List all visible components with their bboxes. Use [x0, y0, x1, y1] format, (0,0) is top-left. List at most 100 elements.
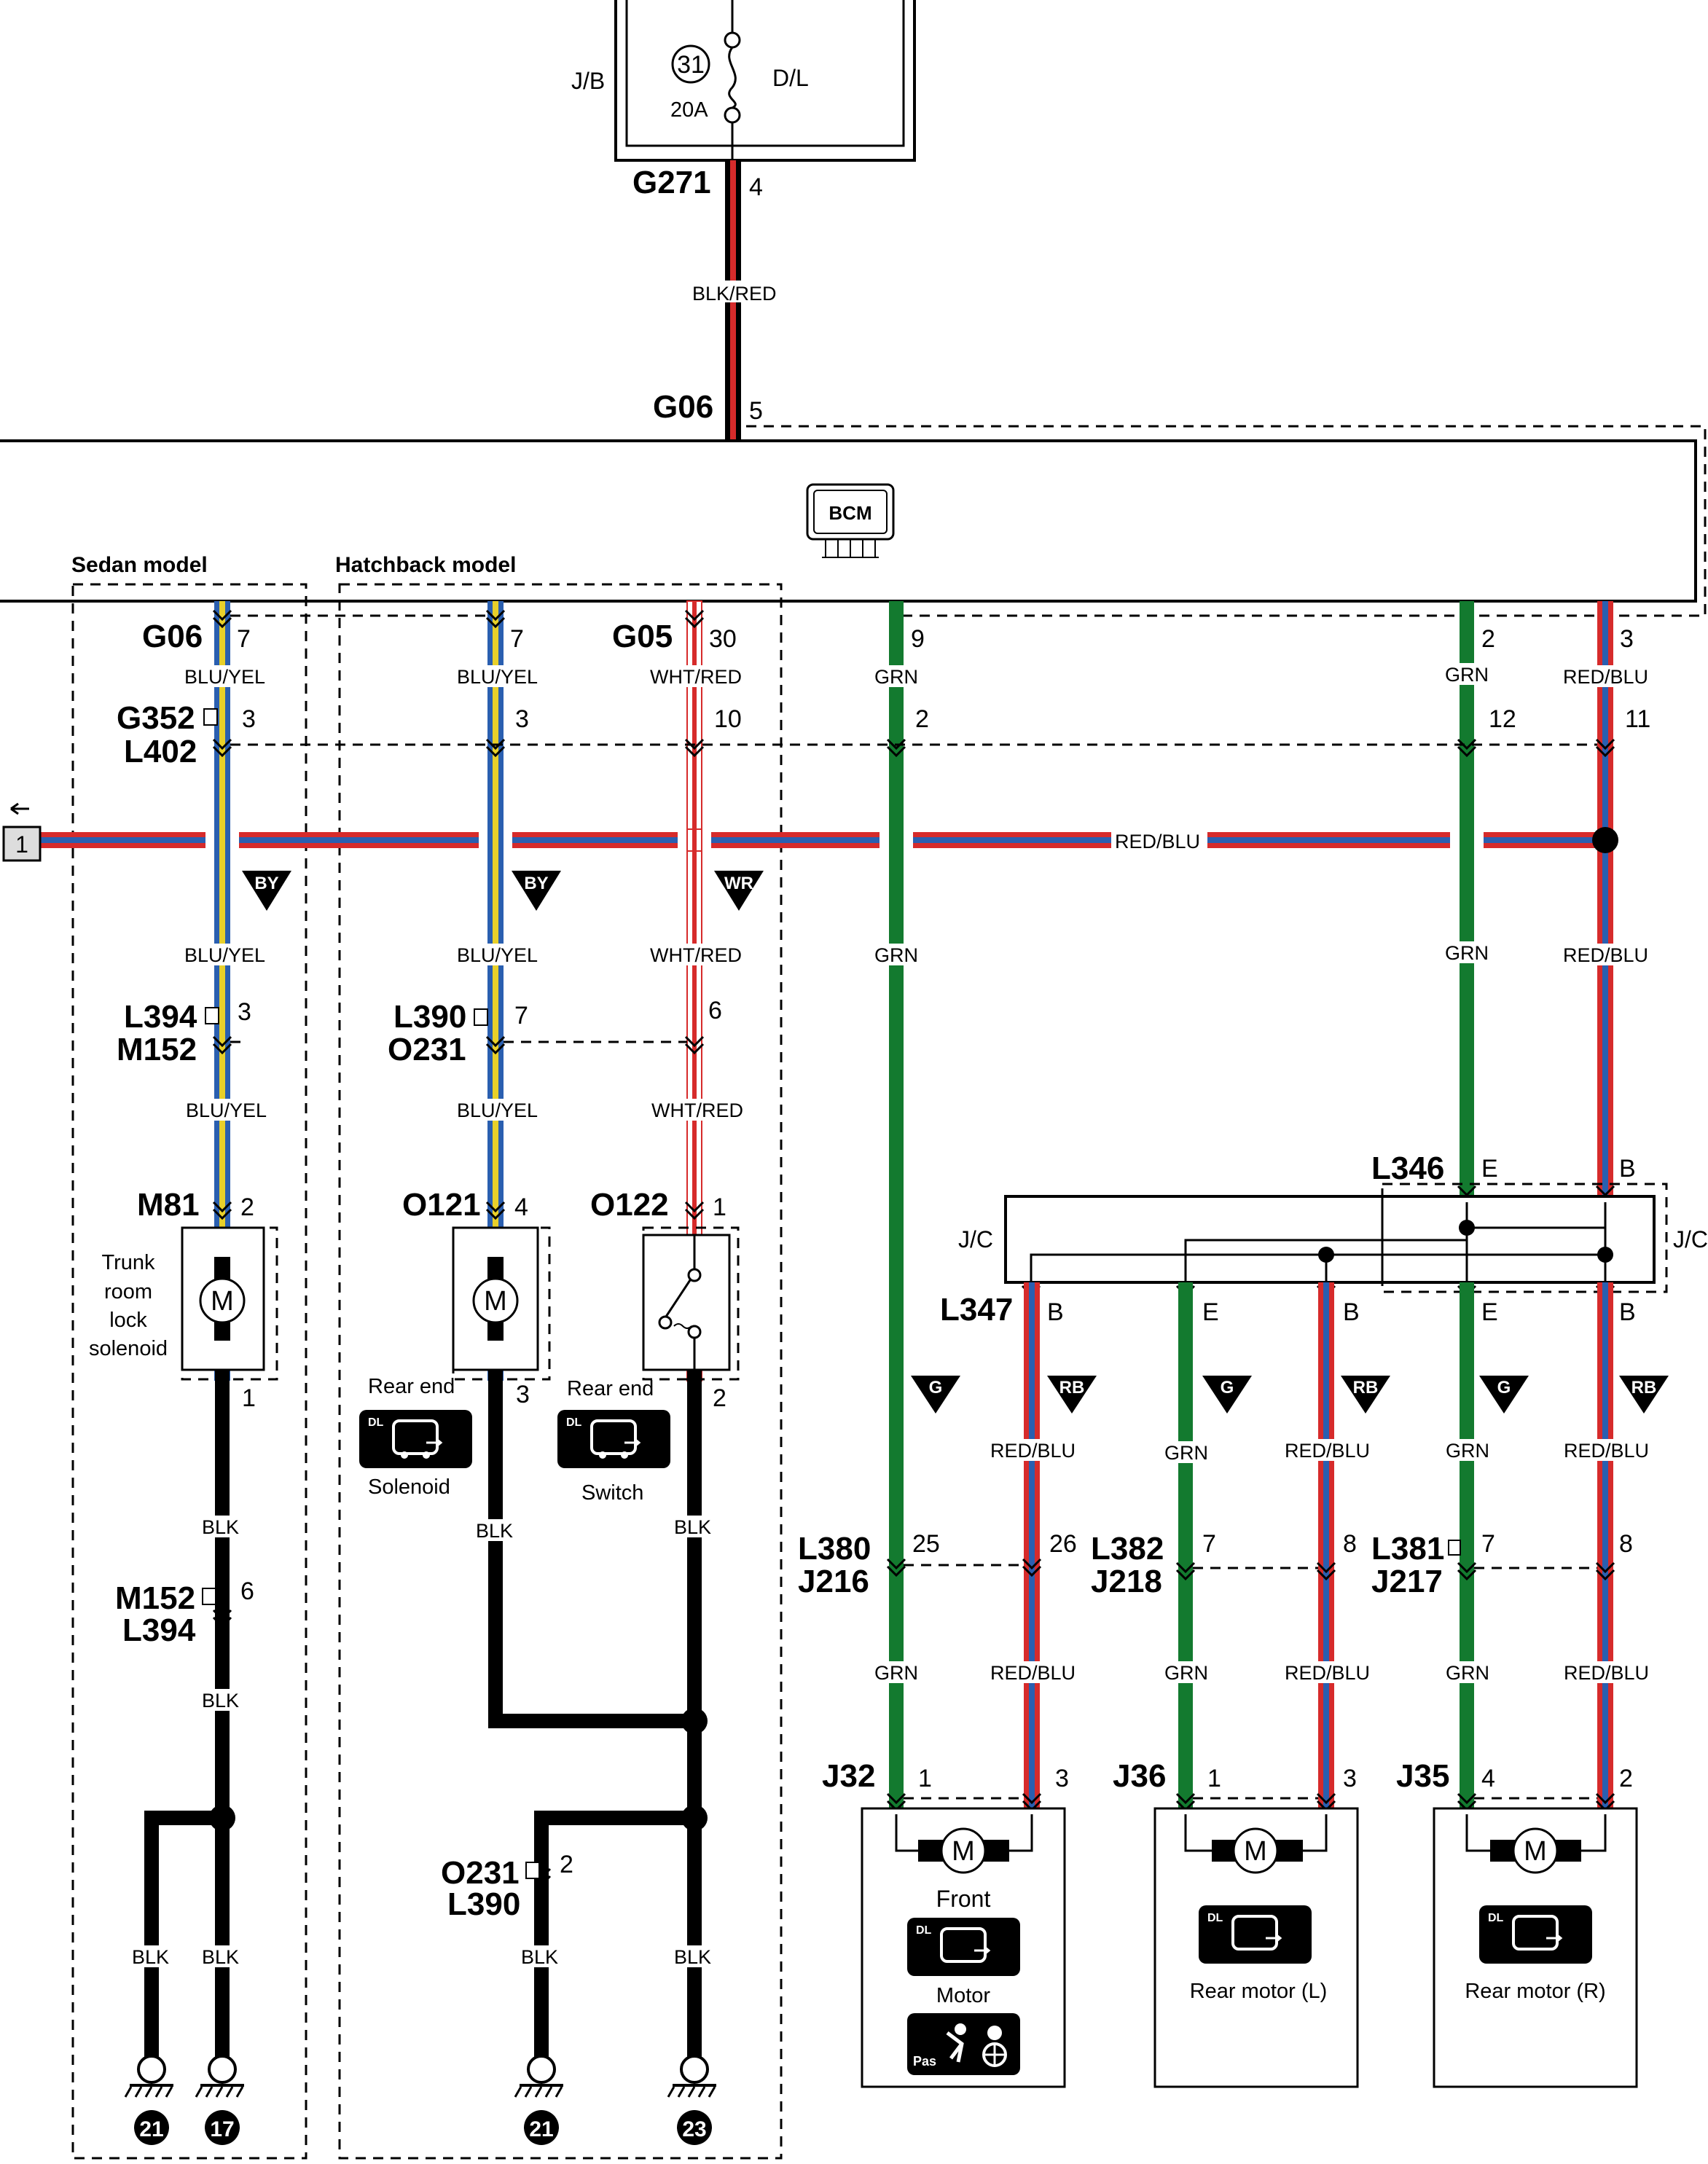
svg-text:BLK: BLK: [132, 1946, 169, 1968]
svg-text:B: B: [1047, 1298, 1064, 1326]
svg-text:RED/BLU: RED/BLU: [990, 1662, 1076, 1684]
conn-o121: O121: [402, 1187, 481, 1223]
ground-21: 21: [139, 2117, 163, 2141]
svg-text:GRN: GRN: [874, 1662, 918, 1684]
svg-text:7: 7: [1202, 1530, 1216, 1558]
svg-text:10: 10: [714, 705, 742, 733]
splice-by-hatch: BY: [512, 871, 561, 911]
svg-text:BLU/YEL: BLU/YEL: [186, 1099, 267, 1121]
blk-ground-wires: [144, 1370, 702, 2069]
svg-text:25: 25: [912, 1530, 940, 1558]
wire-label-blkred: BLK/RED: [692, 283, 777, 305]
pin-bcm-redblu: 3: [1620, 625, 1634, 653]
svg-text:B: B: [1343, 1298, 1360, 1326]
wire-labels-row5: GRN RED/BLU GRN RED/BLU GRN RED/BLU: [873, 1661, 1649, 1684]
svg-text:M: M: [1524, 1836, 1547, 1867]
svg-text:RED/BLU: RED/BLU: [1563, 944, 1648, 966]
svg-text:DL: DL: [916, 1924, 932, 1937]
wire-red-blu-bus: [40, 832, 1614, 848]
wire-labels-row1: BLU/YEL BLU/YEL WHT/RED GRN GRN RED/BLU: [182, 663, 1649, 688]
motor-icon: [199, 1277, 246, 1324]
svg-text:DL: DL: [368, 1416, 384, 1429]
svg-text:4: 4: [1481, 1765, 1495, 1792]
splice-wr: WR: [714, 871, 764, 911]
g06-connector-outline: [746, 425, 1707, 617]
fuse-number: 31: [677, 51, 705, 79]
trunk-label-4: solenoid: [89, 1337, 168, 1360]
svg-text:B: B: [1619, 1155, 1636, 1183]
svg-text:DL: DL: [1207, 1912, 1223, 1924]
conn-g06-left: G06: [142, 619, 203, 654]
conn-l402: L402: [124, 734, 197, 769]
bcm-box: BCM: [0, 439, 1697, 603]
conn-j35: J35: [1396, 1758, 1449, 1794]
trunk-label-2: room: [104, 1280, 152, 1304]
svg-text:BLK: BLK: [674, 1946, 711, 1968]
conn-o231b: O231: [441, 1855, 520, 1891]
conn-l381: L381: [1371, 1531, 1444, 1567]
rear-end-label-1: Rear end: [368, 1375, 455, 1398]
hatch-solenoid: M: [452, 1226, 551, 1381]
wire-red-blu-rear-l: [1318, 1282, 1334, 1814]
wire-red-blu-front: [1024, 1282, 1040, 1814]
wire-blu-yel-hatch: [487, 601, 504, 1381]
svg-text:G: G: [1221, 1378, 1234, 1397]
svg-text:M: M: [484, 1286, 507, 1317]
svg-text:GRN: GRN: [874, 666, 918, 688]
svg-text:BLU/YEL: BLU/YEL: [457, 666, 538, 688]
motor-icon: [472, 1277, 519, 1324]
svg-text:GRN: GRN: [874, 944, 918, 966]
link-box-label: 1: [15, 831, 28, 858]
pin-bcm-grn-right: 2: [1481, 625, 1495, 653]
svg-text:6: 6: [240, 1577, 254, 1605]
conn-j217: J217: [1371, 1564, 1443, 1599]
conn-l390a: L390: [393, 999, 466, 1035]
svg-text:G: G: [1497, 1378, 1511, 1397]
svg-text:BLK: BLK: [674, 1516, 711, 1538]
svg-text:RB: RB: [1631, 1378, 1657, 1397]
rear-motor-right: M DL: [1433, 1807, 1638, 2088]
pin-g06-sedan: 7: [237, 625, 251, 653]
svg-text:1: 1: [1207, 1765, 1221, 1792]
ground-23: 23: [682, 2117, 706, 2141]
fuse-rating: 20A: [670, 98, 708, 122]
svg-text:BY: BY: [254, 874, 278, 893]
splice-by-sedan: BY: [242, 871, 291, 911]
svg-text:RED/BLU: RED/BLU: [1285, 1662, 1370, 1684]
svg-text:WHT/RED: WHT/RED: [650, 666, 742, 688]
conn-g352: G352: [117, 700, 195, 736]
conn-m81: M81: [137, 1187, 200, 1223]
svg-text:1: 1: [713, 1193, 726, 1221]
wire-blu-yel-sedan: [214, 601, 230, 1381]
conn-g06-top: G06: [653, 389, 713, 425]
trunk-solenoid: M: [181, 1226, 278, 1381]
svg-text:6: 6: [708, 997, 722, 1024]
conn-g271: G271: [632, 165, 711, 200]
svg-text:11: 11: [1625, 705, 1650, 733]
svg-text:RB: RB: [1059, 1378, 1085, 1397]
conn-l347: L347: [940, 1292, 1013, 1328]
splice-dot: [681, 1708, 708, 1734]
svg-text:RB: RB: [1353, 1378, 1379, 1397]
svg-text:GRN: GRN: [1446, 1440, 1489, 1462]
svg-text:1: 1: [918, 1765, 932, 1792]
bcm-label: BCM: [828, 502, 871, 524]
rear-motor-left: M DL: [1153, 1807, 1359, 2088]
svg-text:M: M: [211, 1286, 234, 1317]
svg-text:BLU/YEL: BLU/YEL: [184, 944, 265, 966]
conn-j32: J32: [822, 1758, 875, 1794]
fuse-number-circle: [671, 44, 710, 84]
sedan-frame: [71, 583, 307, 2160]
wire-grn-front: [889, 601, 904, 1814]
conn-j216: J216: [798, 1564, 869, 1599]
trunk-label-1: Trunk: [101, 1251, 155, 1274]
link-box[interactable]: [2, 826, 42, 862]
conn-g05: G05: [612, 619, 673, 654]
pin-g06-top: 5: [749, 397, 763, 425]
hatch-switch: [642, 1226, 740, 1381]
jc-left-label: J/C: [958, 1226, 993, 1252]
svg-text:2: 2: [560, 1851, 573, 1878]
svg-text:WR: WR: [724, 874, 753, 893]
svg-text:GRN: GRN: [1446, 1662, 1489, 1684]
fuse-icon: [724, 0, 741, 160]
